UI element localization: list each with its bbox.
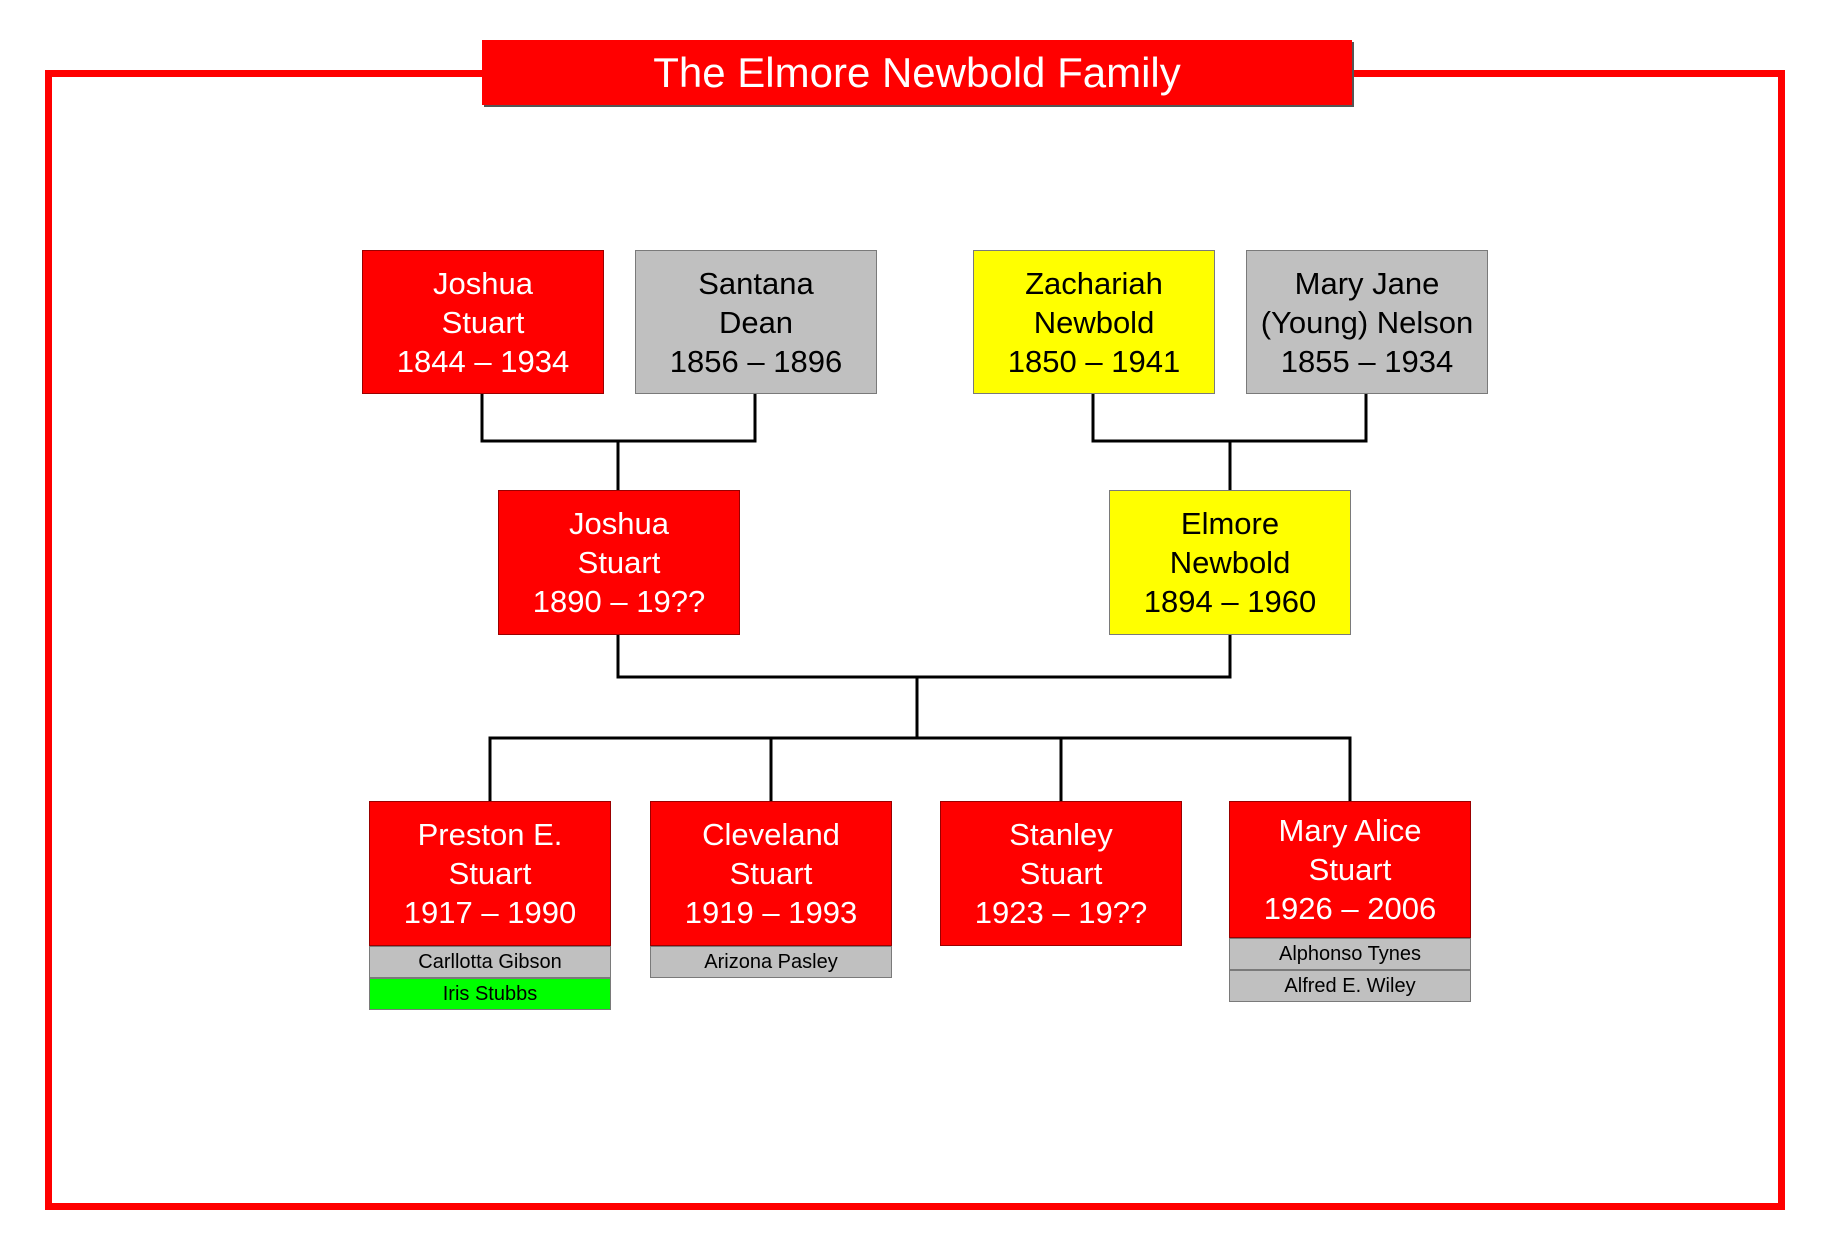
person-box-mary-alice-stuart[interactable]: Mary Alice Stuart 1926 – 2006	[1229, 801, 1471, 938]
person-years: 1844 – 1934	[396, 343, 570, 379]
person-box-elmore-newbold[interactable]: Elmore Newbold 1894 – 1960	[1109, 490, 1351, 635]
spouse-box[interactable]: Alfred E. Wiley	[1229, 970, 1471, 1002]
person-box-santana-dean[interactable]: Santana Dean 1856 – 1896	[635, 250, 877, 394]
person-last-name: (Young) Nelson	[1260, 304, 1474, 340]
person-box-joshua-stuart-1844[interactable]: Joshua Stuart 1844 – 1934	[362, 250, 604, 394]
person-years: 1894 – 1960	[1143, 584, 1317, 619]
person-years: 1855 – 1934	[1280, 343, 1454, 379]
person-last-name: Newbold	[1169, 545, 1291, 580]
person-first-name: Santana	[698, 265, 814, 301]
person-box-mary-jane-nelson[interactable]: Mary Jane (Young) Nelson 1855 – 1934	[1246, 250, 1488, 394]
person-first-name: Cleveland	[702, 817, 840, 852]
person-years: 1917 – 1990	[403, 895, 577, 930]
person-box-zachariah-newbold[interactable]: Zachariah Newbold 1850 – 1941	[973, 250, 1215, 394]
person-years: 1850 – 1941	[1007, 343, 1181, 379]
spouse-box[interactable]: Carllotta Gibson	[369, 946, 611, 978]
page-title: The Elmore Newbold Family	[482, 40, 1352, 105]
person-last-name: Stuart	[729, 856, 813, 891]
person-first-name: Preston E.	[417, 817, 563, 852]
person-years: 1919 – 1993	[684, 895, 858, 930]
person-last-name: Dean	[718, 304, 794, 340]
person-first-name: Joshua	[569, 506, 669, 541]
spouse-box[interactable]: Iris Stubbs	[369, 978, 611, 1010]
person-first-name: Joshua	[433, 265, 533, 301]
person-first-name: Elmore	[1180, 506, 1280, 541]
person-years: 1926 – 2006	[1263, 891, 1437, 926]
person-last-name: Stuart	[1308, 852, 1392, 887]
person-first-name: Mary Jane	[1294, 265, 1440, 301]
spouse-box[interactable]: Alphonso Tynes	[1229, 938, 1471, 970]
person-last-name: Stuart	[1019, 856, 1103, 891]
person-last-name: Stuart	[448, 856, 532, 891]
person-last-name: Stuart	[441, 304, 525, 340]
person-box-cleveland-stuart[interactable]: Cleveland Stuart 1919 – 1993	[650, 801, 892, 946]
person-box-joshua-stuart-1890[interactable]: Joshua Stuart 1890 – 19??	[498, 490, 740, 635]
person-box-preston-stuart[interactable]: Preston E. Stuart 1917 – 1990	[369, 801, 611, 946]
person-box-stanley-stuart[interactable]: Stanley Stuart 1923 – 19??	[940, 801, 1182, 946]
person-first-name: Stanley	[1009, 817, 1113, 852]
person-years: 1856 – 1896	[669, 343, 843, 379]
spouse-box[interactable]: Arizona Pasley	[650, 946, 892, 978]
connector-parents	[616, 635, 1232, 738]
person-years: 1890 – 19??	[532, 584, 706, 619]
person-first-name: Zachariah	[1025, 265, 1163, 301]
person-last-name: Newbold	[1033, 304, 1155, 340]
person-first-name: Mary Alice	[1278, 813, 1422, 848]
connector-stuart-grandparents	[480, 394, 757, 490]
connector-newbold-grandparents	[1091, 394, 1368, 490]
person-years: 1923 – 19??	[974, 895, 1148, 930]
connector-children	[488, 736, 1352, 801]
person-last-name: Stuart	[577, 545, 661, 580]
